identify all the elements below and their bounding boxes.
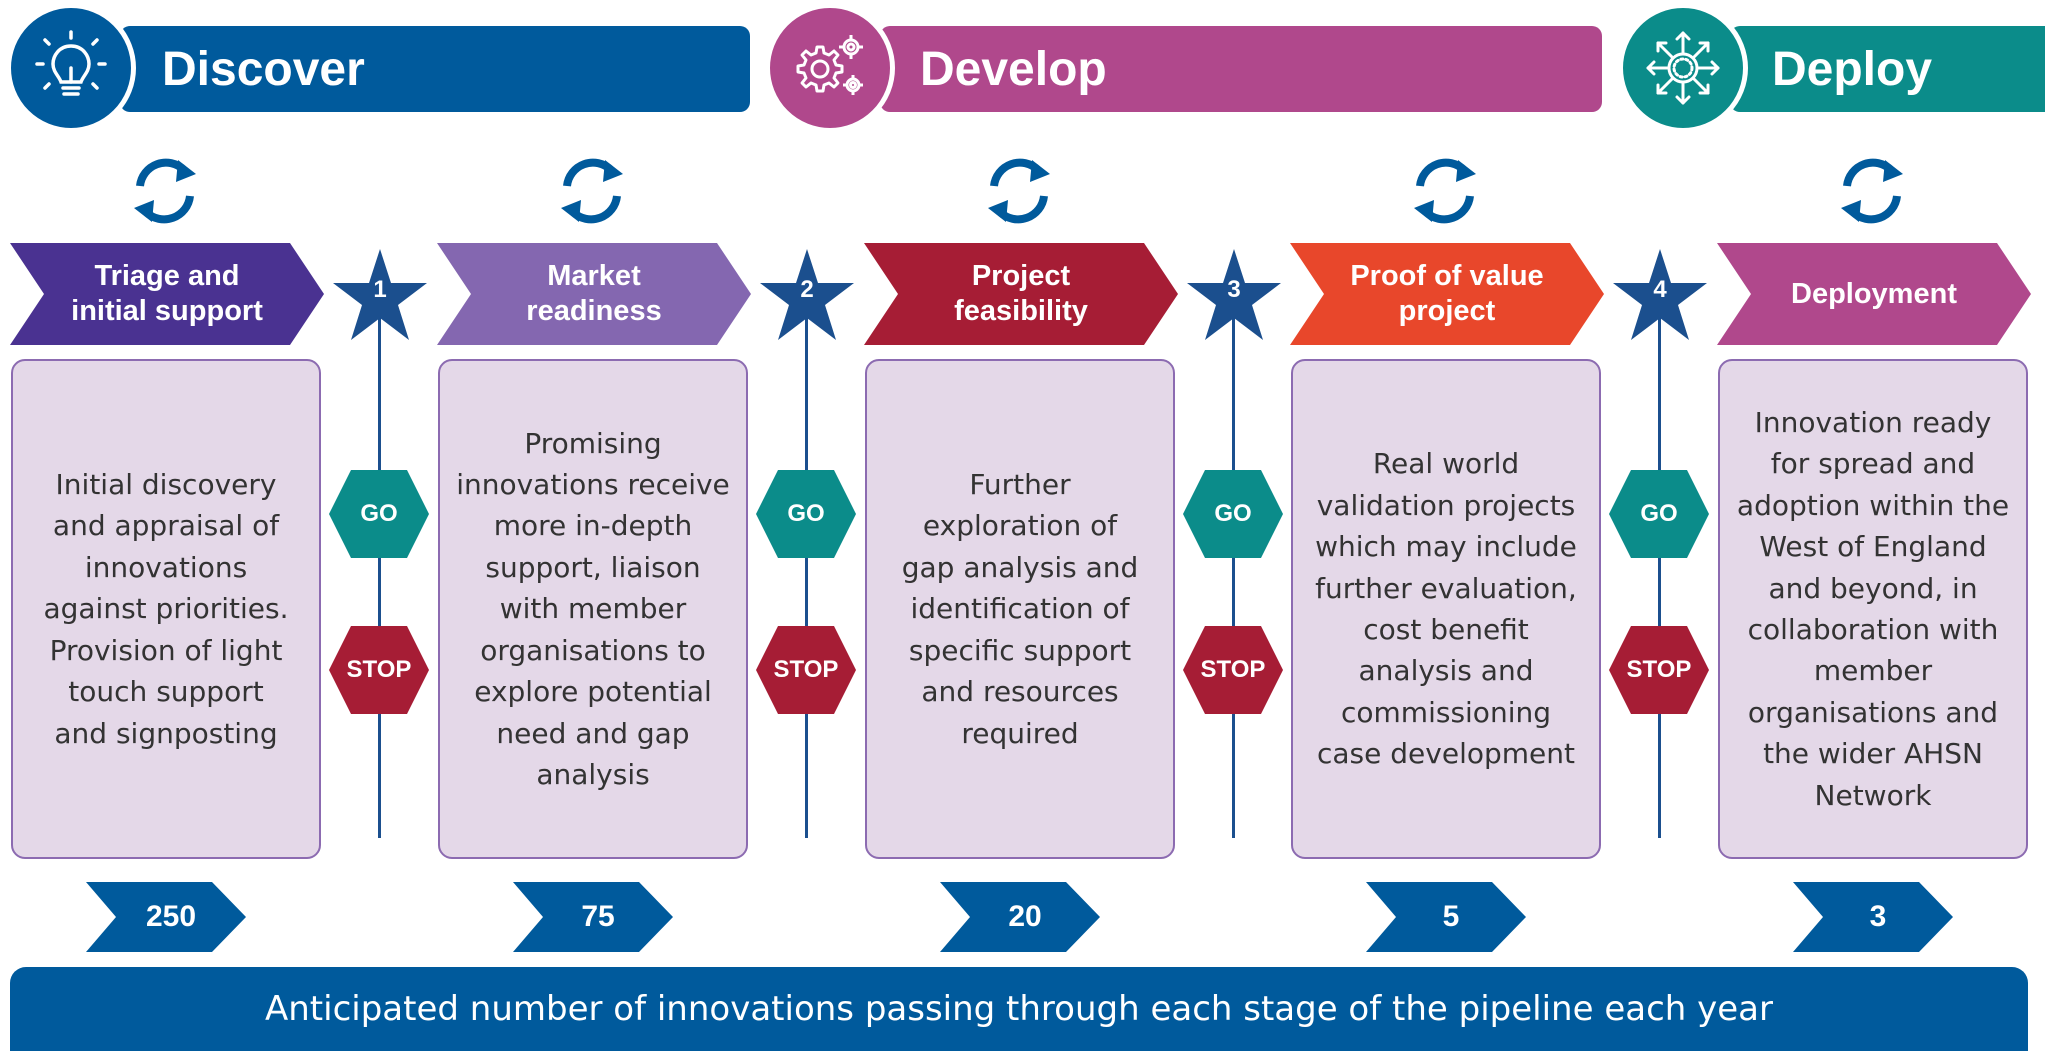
gate-star-icon [1187, 249, 1281, 340]
count-arrow-proof-of-value [1366, 882, 1526, 952]
stop-label: STOP [1626, 656, 1692, 683]
count-label-market-readiness: 75 [581, 900, 615, 933]
phase-bar-develop: Develop [880, 26, 1602, 112]
count-arrow-market-readiness [513, 882, 673, 952]
stage-arrow-triage [10, 243, 324, 345]
stop-label: STOP [346, 656, 412, 683]
gate-line [1232, 290, 1235, 838]
gate-line [378, 290, 381, 838]
stage-title-market-readiness: Market readiness [526, 260, 662, 327]
stop-hexagon [756, 626, 856, 714]
stage-arrow-deployment [1717, 243, 2031, 345]
lightbulb-icon [6, 3, 136, 133]
go-label: GO [1640, 500, 1678, 527]
go-hexagon [756, 470, 856, 558]
go-label: GO [1214, 500, 1252, 527]
cycle-icon-4 [1414, 158, 1476, 224]
gate-line [805, 290, 808, 838]
go-label: GO [360, 500, 398, 527]
stop-hexagon [1183, 626, 1283, 714]
stage-title-proof-of-value: Proof of value project [1350, 260, 1544, 327]
gate-star-icon [333, 249, 427, 340]
phase-label-develop: Develop [920, 42, 1107, 96]
stage-description-text: Innovation ready for spread and adoption… [1736, 405, 2010, 812]
gate-star-icon [760, 249, 854, 340]
go-hexagon [1183, 470, 1283, 558]
go-hexagon [329, 470, 429, 558]
cycle-icon-5 [1841, 158, 1903, 224]
stage-description-project-feasibility: Further exploration of gap analysis and … [865, 359, 1175, 859]
count-label-triage: 250 [145, 900, 197, 933]
phase-bar-discover: Discover [120, 26, 750, 112]
gate-line [1658, 290, 1661, 838]
stage-title-project-feasibility: Project feasibility [954, 260, 1088, 327]
stage-title-deployment: Deployment [1791, 277, 1957, 310]
phase-bar-deploy: Deploy [1730, 26, 2045, 112]
gears-icon [765, 3, 895, 133]
count-label-project-feasibility: 20 [1008, 900, 1042, 933]
phase-label-deploy: Deploy [1772, 42, 1933, 96]
stop-label: STOP [773, 656, 839, 683]
network-arrows-icon [1618, 3, 1748, 133]
stage-description-proof-of-value: Real world validation projects which may… [1291, 359, 1601, 859]
count-arrow-deployment [1793, 882, 1953, 952]
stage-description-triage: Initial discovery and appraisal of innov… [11, 359, 321, 859]
gate-star-icon [1613, 249, 1707, 340]
gate-number: 2 [800, 276, 814, 303]
stage-arrow-proof-of-value [1290, 243, 1604, 345]
stop-hexagon [329, 626, 429, 714]
footer-banner: Anticipated number of innovations passin… [10, 967, 2028, 1051]
stop-hexagon [1609, 626, 1709, 714]
stage-description-market-readiness: Promising innovations receive more in-de… [438, 359, 748, 859]
stage-description-text: Real world validation projects which may… [1315, 447, 1577, 771]
stage-title-triage: Triage and initial support [71, 260, 263, 327]
count-label-proof-of-value: 5 [1442, 900, 1460, 933]
stage-description-text: Initial discovery and appraisal of innov… [43, 467, 289, 750]
cycle-icon-1 [134, 158, 196, 224]
cycle-icon-2 [561, 158, 623, 224]
gate-number: 1 [373, 276, 387, 303]
stop-label: STOP [1200, 656, 1266, 683]
stage-description-text: Further exploration of gap analysis and … [901, 467, 1139, 750]
count-arrow-project-feasibility [940, 882, 1100, 952]
go-hexagon [1609, 470, 1709, 558]
gate-number: 4 [1653, 276, 1667, 303]
stage-arrow-market-readiness [437, 243, 751, 345]
go-label: GO [787, 500, 825, 527]
cycle-icon-3 [988, 158, 1050, 224]
count-arrow-triage [86, 882, 246, 952]
gate-number: 3 [1227, 276, 1241, 303]
phase-label-discover: Discover [162, 42, 365, 96]
stage-description-deployment: Innovation ready for spread and adoption… [1718, 359, 2028, 859]
stage-arrow-project-feasibility [864, 243, 1178, 345]
footer-text: Anticipated number of innovations passin… [265, 989, 1773, 1029]
count-label-deployment: 3 [1869, 900, 1887, 933]
stage-description-text: Promising innovations receive more in-de… [456, 426, 730, 792]
